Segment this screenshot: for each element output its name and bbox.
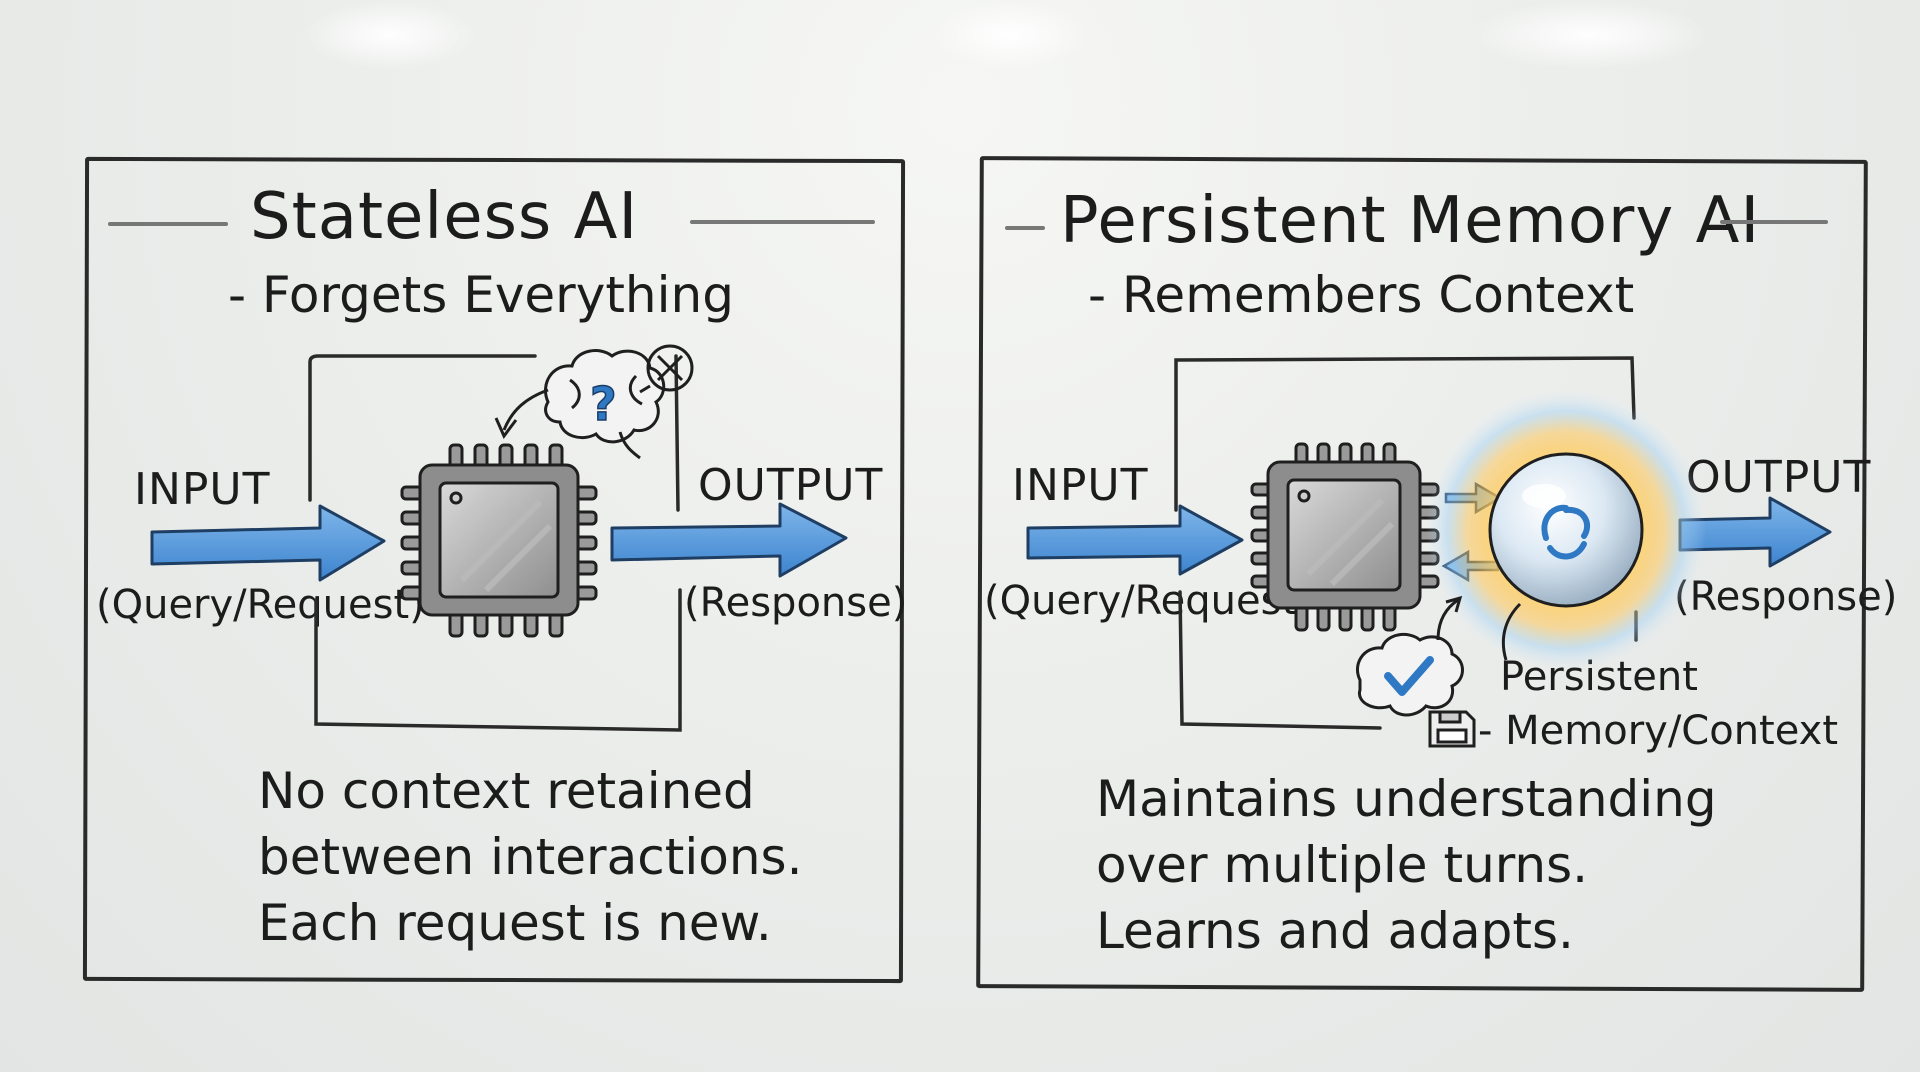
title-rule-left [108,222,228,226]
cpu-chip-icon [400,443,598,638]
output-arrow-icon [610,502,848,578]
description-line: No context retained [258,762,755,820]
stateless-description: No context retained between interactions… [258,758,802,956]
brain-question-icon: ? [544,349,666,460]
input-label: INPUT [134,464,271,515]
input-arrow-icon [1026,504,1244,576]
memory-store-arrow-icon [1436,598,1459,641]
description-line: between interactions. [258,828,803,886]
persistent-subtitle: - Remembers Context [1088,266,1635,324]
input-label: INPUT [1012,460,1149,511]
persistent-title: Persistent Memory AI [1060,184,1761,258]
description-line: Maintains understanding [1096,770,1717,828]
forget-arrowhead-icon [494,417,518,439]
glare-reflection [1470,0,1710,70]
title-rule-right [1720,220,1828,224]
glare-reflection [930,0,1090,70]
persistent-description: Maintains understanding over multiple tu… [1096,766,1717,964]
cross-circle-icon [646,344,694,392]
input-sub-label: (Query/Request) [96,582,425,628]
description-line: Learns and adapts. [1096,902,1574,960]
svg-text:?: ? [590,377,617,431]
output-label: OUTPUT [698,460,884,511]
feedback-loop [308,354,682,732]
memory-store-arrowhead-icon [1445,595,1463,613]
cpu-chip-icon [1250,442,1440,632]
memory-label-line: - Memory/Context [1478,708,1838,754]
output-sub-label: (Response) [684,580,908,626]
output-label: OUTPUT [1686,452,1872,503]
memory-pointer-line [1501,602,1522,661]
floppy-disk-icon [1428,710,1476,748]
stateless-title: Stateless AI [250,180,639,254]
stateless-subtitle: - Forgets Everything [228,266,734,324]
description-line: Each request is new. [258,894,772,952]
description-line: over multiple turns. [1096,836,1589,894]
output-sub-label: (Response) [1674,574,1898,620]
input-arrow-icon [150,504,386,582]
memory-orb-icon [1426,390,1706,670]
brain-check-icon [1356,632,1464,717]
sketch-dash [639,384,651,394]
glare-reflection [300,0,480,70]
title-rule-right [690,220,875,224]
forget-arrow-icon [502,388,549,431]
title-rule-left [1005,226,1045,230]
